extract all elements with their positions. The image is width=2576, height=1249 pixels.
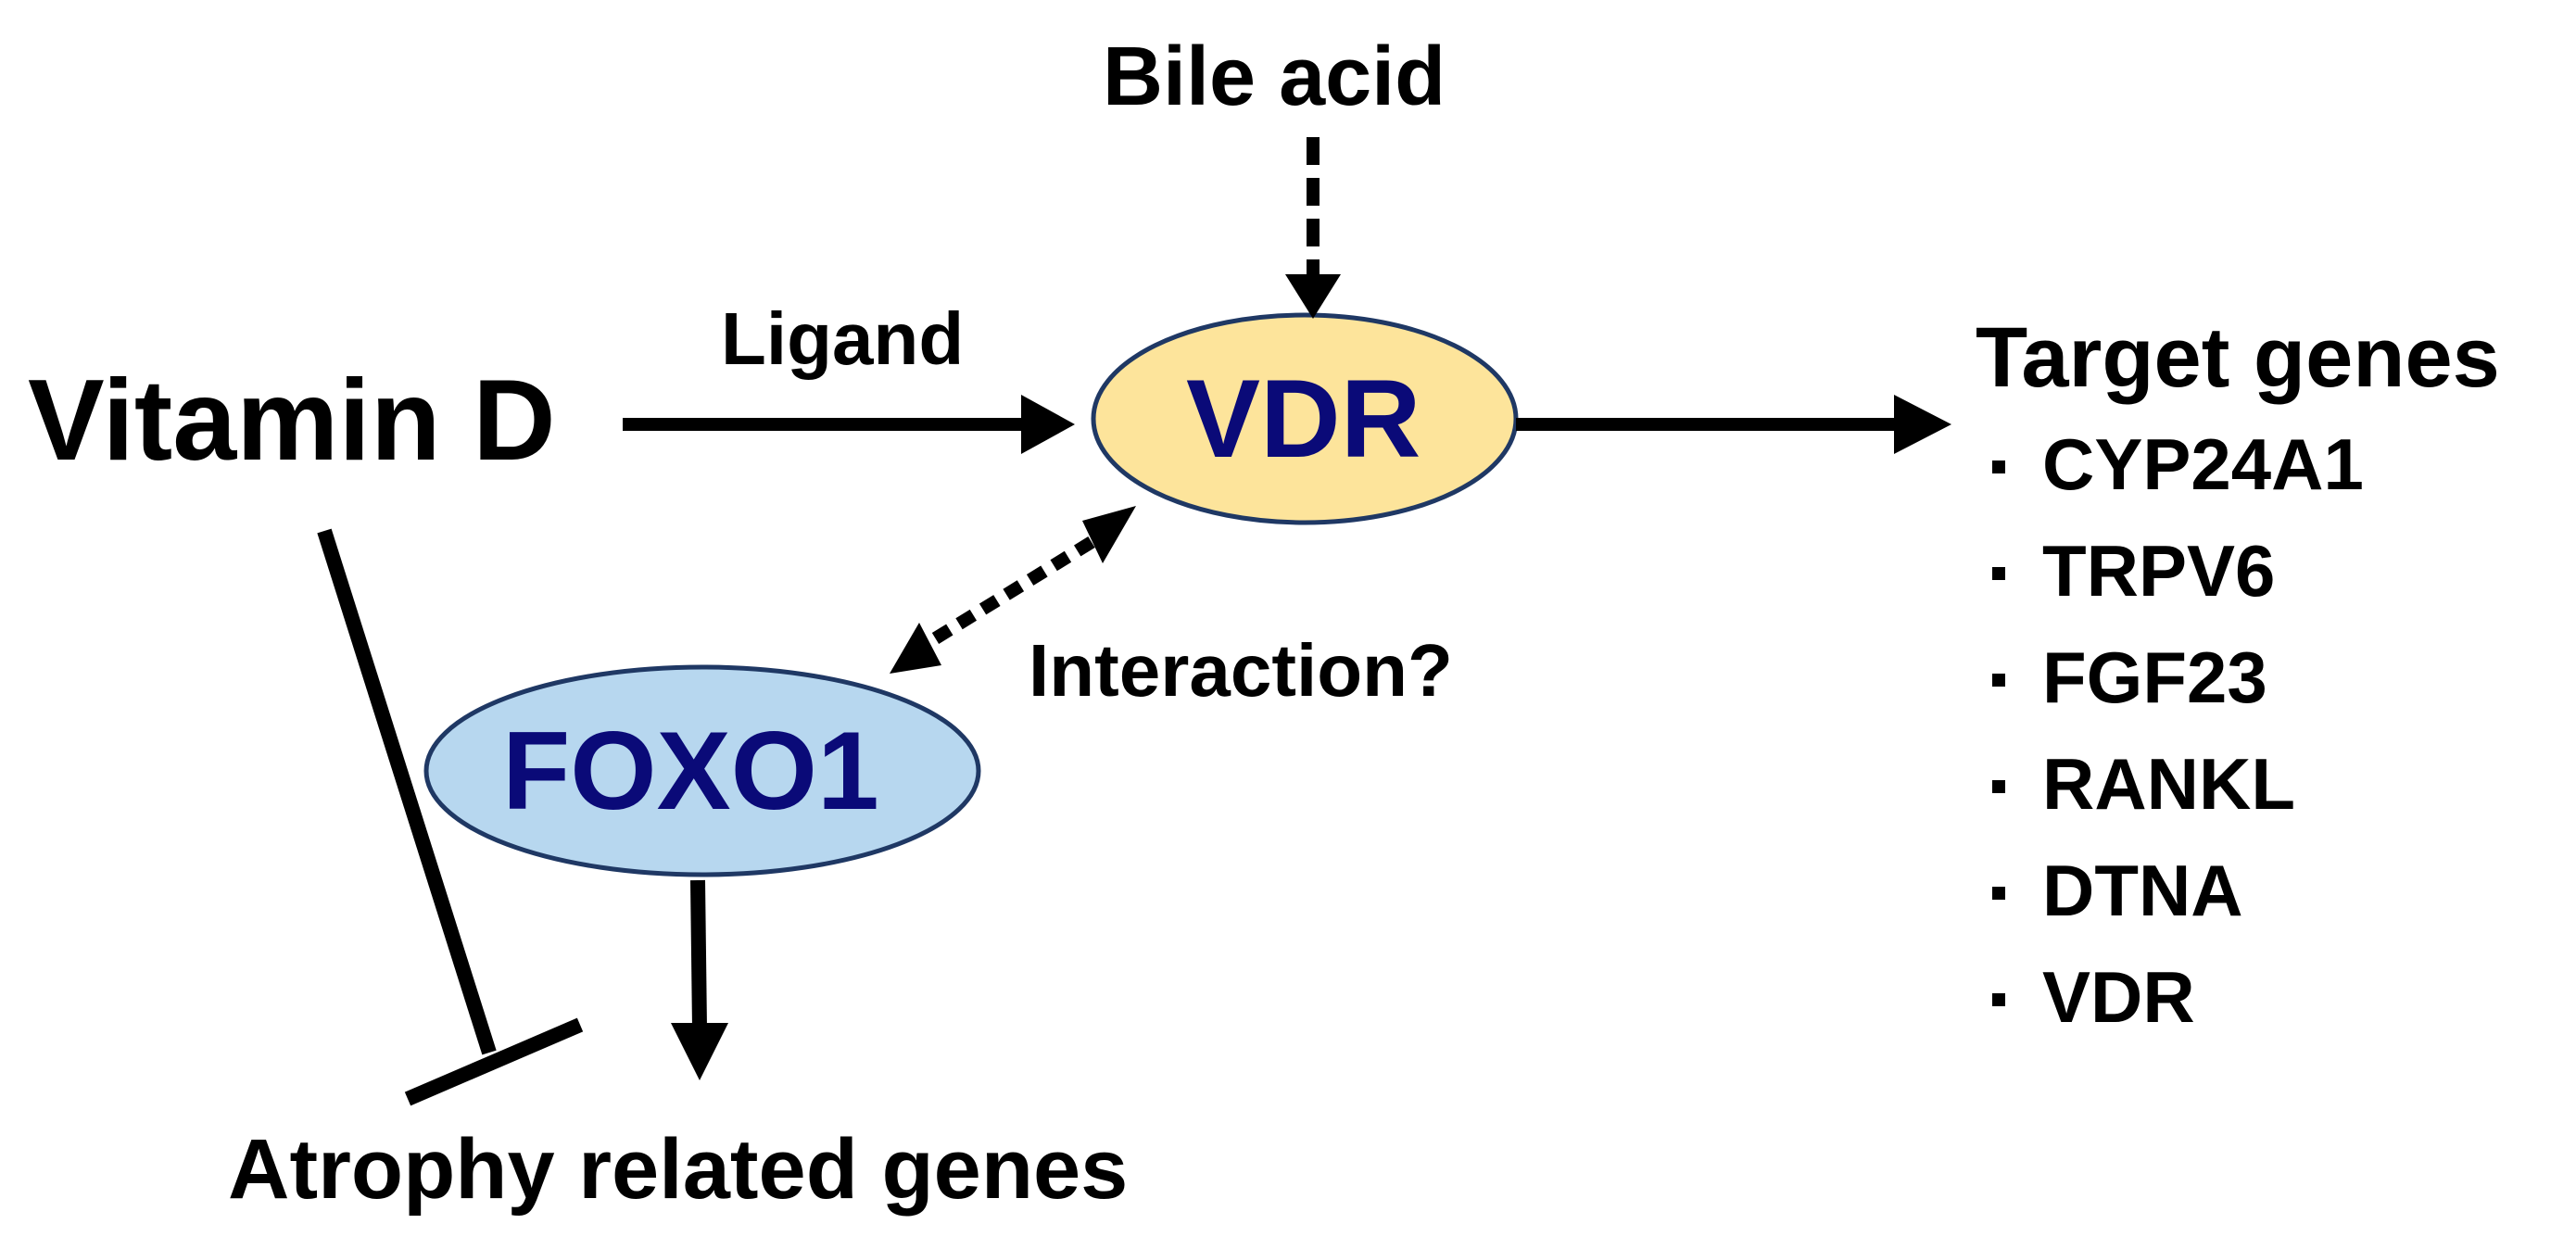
foxo1-atrophy-arrow-shaft [690, 879, 707, 1029]
foxo1-atrophy-arrowhead [671, 1023, 728, 1080]
inhibition-bar [404, 1017, 584, 1106]
target-gene-label: VDR [2042, 956, 2195, 1038]
interaction-arrowhead-vdr [1082, 506, 1136, 563]
interaction-arrowhead-foxo1 [890, 623, 941, 674]
bullet-icon [1992, 993, 2005, 1006]
target-gene-label: DTNA [2042, 850, 2243, 931]
bullet-icon [1992, 567, 2005, 580]
foxo1-node [423, 664, 981, 877]
foxo1-label: FOXO1 [502, 709, 879, 833]
target-gene-label: TRPV6 [2042, 530, 2276, 612]
ligand-arrowhead [1021, 395, 1075, 454]
atrophy-genes-label: Atrophy related genes [228, 1122, 1129, 1217]
target-gene-label: FGF23 [2042, 637, 2267, 718]
interaction-label: Interaction? [1029, 629, 1453, 712]
vdr-label: VDR [1186, 357, 1421, 481]
ligand-label: Ligand [721, 297, 965, 380]
target-gene-label: RANKL [2042, 743, 2295, 825]
bullet-icon [1992, 674, 2005, 687]
vitamin-d-label: Vitamin D [28, 357, 556, 485]
bile-acid-label: Bile acid [1103, 31, 1446, 123]
target-arrowhead [1894, 395, 1951, 454]
target-gene-label: CYP24A1 [2042, 423, 2364, 505]
interaction-arrow-shaft [926, 536, 1095, 648]
bullet-icon [1992, 460, 2005, 473]
target-genes-title: Target genes [1976, 310, 2500, 405]
bile-acid-arrowhead [1285, 274, 1341, 319]
bullet-icon [1992, 887, 2005, 900]
inhibition-line [317, 528, 497, 1055]
bullet-icon [1992, 780, 2005, 793]
